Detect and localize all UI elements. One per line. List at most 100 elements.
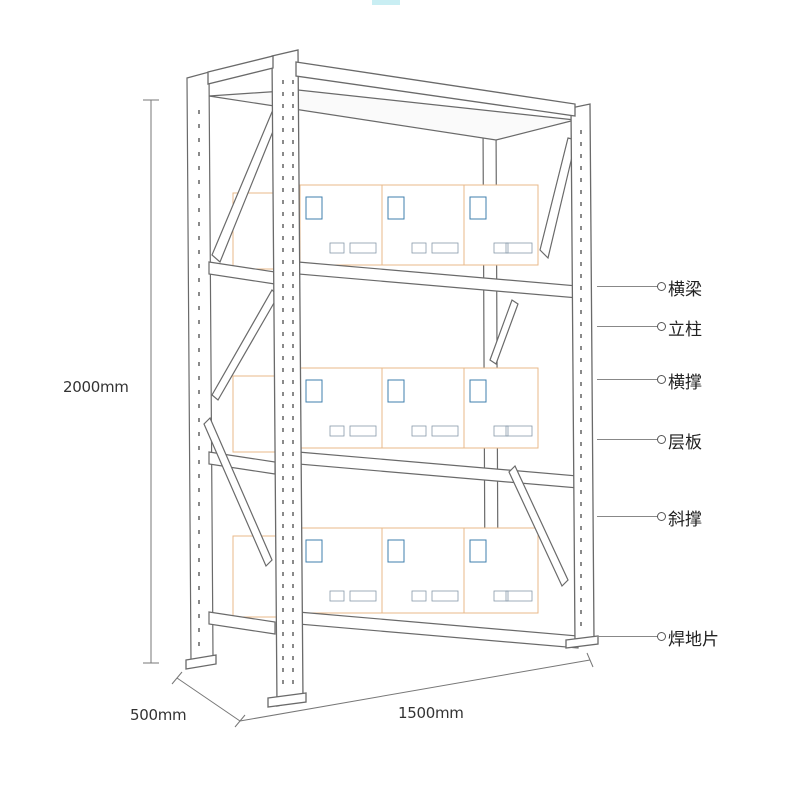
upright-hole: [198, 348, 200, 352]
upright-hole: [198, 502, 200, 506]
upright-hole: [292, 416, 294, 420]
upright-hole: [198, 124, 200, 128]
upright-hole: [282, 92, 284, 96]
upright-hole: [282, 224, 284, 228]
upright-hole: [198, 460, 200, 464]
cargo-box: [381, 527, 465, 614]
upright-hole: [198, 404, 200, 408]
depth-dimension-label: 500mm: [130, 706, 187, 724]
upright-hole: [580, 310, 582, 314]
upright-hole: [580, 202, 582, 206]
upright-hole: [282, 308, 284, 312]
callout-dot-base-plate: [657, 632, 666, 641]
upright-hole: [282, 524, 284, 528]
upright-hole: [198, 166, 200, 170]
callout-dot-diagonal-brace: [657, 512, 666, 521]
upright-hole: [198, 236, 200, 240]
upright-hole: [580, 334, 582, 338]
cargo-box: [299, 184, 383, 266]
callout-dot-shelf-panel: [657, 435, 666, 444]
upright-hole: [282, 320, 284, 324]
upright-hole: [198, 376, 200, 380]
upright-hole: [282, 212, 284, 216]
upright-hole: [282, 500, 284, 504]
upright-hole: [282, 284, 284, 288]
upright-hole: [292, 116, 294, 120]
upright-hole: [198, 250, 200, 254]
upright-hole: [282, 512, 284, 516]
upright-hole: [580, 262, 582, 266]
upright-hole: [282, 560, 284, 564]
upright-hole: [292, 632, 294, 636]
upright-hole: [580, 514, 582, 518]
upright-hole: [198, 334, 200, 338]
upright-hole: [292, 584, 294, 588]
upright-hole: [198, 572, 200, 576]
cargo-box: [299, 367, 383, 449]
top-accent-mark: [372, 0, 400, 5]
upright-hole: [198, 446, 200, 450]
upright-hole: [580, 442, 582, 446]
diagonal-braces: [203, 111, 577, 588]
upright-hole: [292, 596, 294, 600]
upright-hole: [292, 380, 294, 384]
upright-hole: [282, 464, 284, 468]
upright-hole: [292, 80, 294, 84]
part-label-beam: 横梁: [668, 280, 702, 300]
upright-hole: [292, 140, 294, 144]
upright-hole: [198, 614, 200, 618]
upright-hole: [292, 644, 294, 648]
upright-hole: [292, 560, 294, 564]
upright-hole: [198, 390, 200, 394]
top-shelf-panel: [208, 89, 576, 141]
upright-hole: [198, 110, 200, 114]
upright-hole: [198, 474, 200, 478]
upright-hole: [282, 356, 284, 360]
upright-hole: [292, 392, 294, 396]
callout-line-diagonal-brace: [597, 516, 659, 517]
upright-hole: [282, 368, 284, 372]
upright-hole: [198, 292, 200, 296]
upright-hole: [292, 308, 294, 312]
front-beam: [297, 261, 579, 299]
upright-hole: [292, 680, 294, 684]
callout-dot-beam: [657, 282, 666, 291]
front-beam: [297, 611, 579, 649]
side-cross-beam: [208, 611, 276, 635]
cargo-box: [381, 184, 465, 266]
upright-hole: [292, 536, 294, 540]
upright-hole: [282, 116, 284, 120]
upright-hole: [282, 620, 284, 624]
upright-hole: [580, 358, 582, 362]
upright-hole: [198, 530, 200, 534]
upright-hole: [198, 586, 200, 590]
upright-hole: [282, 260, 284, 264]
front-frame: [185, 49, 599, 708]
upright-hole: [292, 296, 294, 300]
upright-hole: [282, 164, 284, 168]
upright-hole: [282, 152, 284, 156]
upright-hole: [282, 236, 284, 240]
upright-hole: [580, 286, 582, 290]
upright-hole: [580, 154, 582, 158]
upright-hole: [292, 272, 294, 276]
upright-hole: [580, 610, 582, 614]
upright-hole: [198, 194, 200, 198]
upright-hole: [580, 394, 582, 398]
upright-hole: [580, 406, 582, 410]
upright-hole: [282, 608, 284, 612]
callout-line-base-plate: [597, 636, 659, 637]
dimension-lines: [143, 99, 594, 728]
upright-hole: [282, 416, 284, 420]
upright-hole: [580, 502, 582, 506]
upright-hole: [282, 476, 284, 480]
upright-hole: [198, 362, 200, 366]
upright-hole: [282, 104, 284, 108]
upright-hole: [580, 622, 582, 626]
upright-hole: [292, 320, 294, 324]
upright-hole: [292, 656, 294, 660]
upright-hole: [292, 176, 294, 180]
upright-hole: [580, 598, 582, 602]
upright-hole: [580, 586, 582, 590]
